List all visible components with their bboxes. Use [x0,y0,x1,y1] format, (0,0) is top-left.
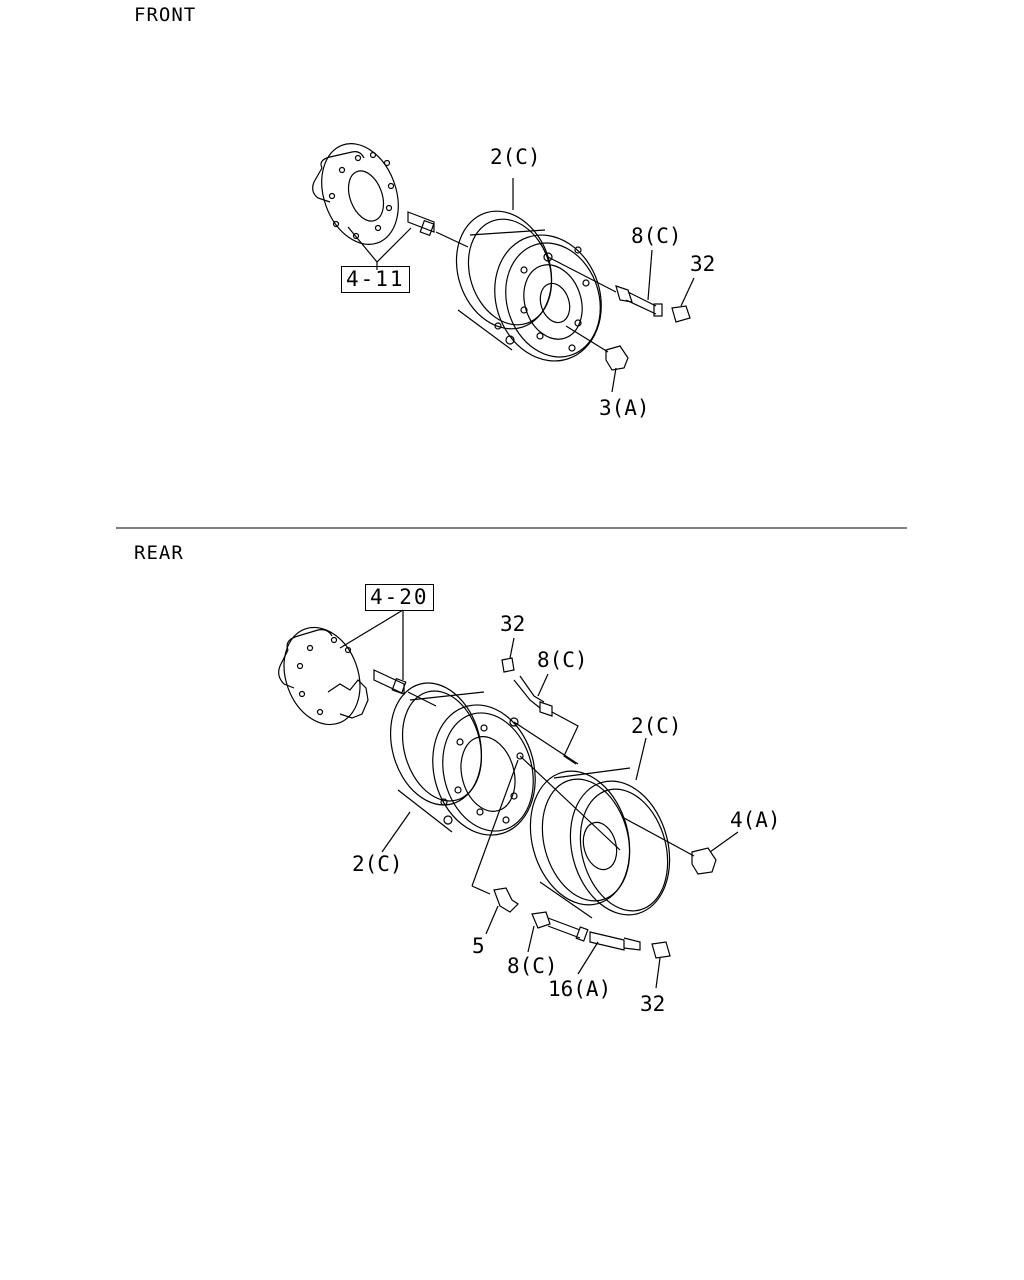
rear-extension-callout: 16(A) [548,977,612,1001]
rear-valve-base-callout: 5 [472,934,485,958]
front-rim-drawing [455,178,602,362]
front-assembly [312,143,695,393]
rear-outer-rim-callout: 2(C) [631,714,682,738]
rear-outer-rim-drawing [529,737,671,919]
rear-stud-drawing [373,669,437,707]
rear-assembly [278,609,739,989]
rear-cap-top-callout: 32 [500,612,526,636]
rear-nut-callout: 4(A) [730,808,781,832]
rear-top-valve-drawing [501,637,579,765]
front-nut-drawing [565,325,629,393]
front-valve-drawing [547,249,663,317]
front-cap-drawing [671,277,695,323]
rear-nut-drawing [623,817,739,875]
front-nut-callout: 3(A) [599,396,650,420]
rear-inner-rim-callout: 2(C) [352,852,403,876]
front-stud-drawing [407,211,469,248]
rear-ref-box[interactable]: 4-20 [365,584,434,611]
rear-cap-bottom-callout: 32 [640,992,666,1016]
front-valve-callout: 8(C) [631,224,682,248]
rear-valve-top-callout: 8(C) [537,648,588,672]
rear-inner-rim-drawing [381,682,536,853]
rear-bottom-valve-drawing [485,887,671,989]
rear-section-title: REAR [134,542,184,564]
front-cap-callout: 32 [690,252,716,276]
rear-valve-bottom-callout: 8(C) [507,954,558,978]
front-hub-drawing [312,143,399,245]
rear-hub-drawing [278,626,369,726]
front-section-title: FRONT [134,4,197,26]
front-rim-callout: 2(C) [490,145,541,169]
front-ref-box[interactable]: 4-11 [341,266,410,293]
